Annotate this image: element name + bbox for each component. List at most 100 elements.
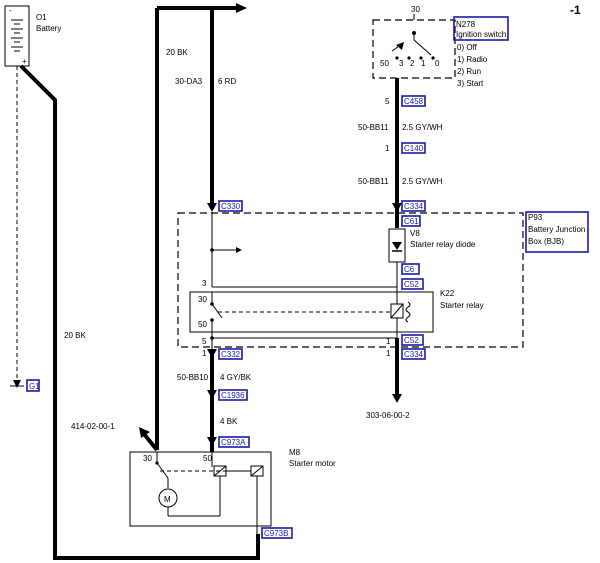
connector-c6-link[interactable]: C6: [401, 263, 420, 275]
svg-text:C61: C61: [404, 217, 419, 226]
ignition-pin-50: 50: [380, 59, 389, 68]
connector-c1936-link[interactable]: C1936: [218, 389, 248, 401]
ignition-pos-0: 0: [435, 59, 440, 68]
connector-c140-link[interactable]: C140: [401, 142, 426, 154]
c332-arrow-icon: [207, 349, 217, 358]
wire-label-20bk-top: 20 BK: [166, 48, 188, 57]
wire-circuit-50-bb10: 50-BB10: [177, 373, 209, 382]
wire-circuit-50-bb11-a: 50-BB11: [358, 123, 389, 132]
ignition-legend-0: 0) Off: [457, 43, 478, 52]
starter-relay-k22[interactable]: 30 50: [189, 289, 434, 338]
bjb-enclosure: [177, 212, 524, 348]
relay-pin-50: 50: [198, 320, 207, 329]
bjb-name-line2: Box (BJB): [528, 237, 564, 246]
motor-symbol-letter: M: [164, 495, 171, 504]
svg-text:C973B: C973B: [264, 529, 288, 538]
motor-id: M8: [289, 448, 301, 457]
connector-c332-link[interactable]: C332: [218, 348, 243, 360]
ref-414-02-00-1[interactable]: 414-02-00-1: [71, 422, 115, 431]
bjb-id-link[interactable]: P93 Battery Junction Box (BJB): [525, 211, 589, 253]
pin-c458: 5: [385, 97, 390, 106]
relay-name: Starter relay: [440, 301, 484, 310]
bus-arrow-right-icon: [236, 3, 247, 13]
ignition-switch-name: Ignition switch: [456, 30, 506, 39]
connector-c458-link[interactable]: C458: [401, 95, 426, 107]
svg-text:C458: C458: [404, 97, 424, 106]
wire-circuit-30-da3: 30-DA3: [175, 77, 203, 86]
connector-c330-link[interactable]: C330: [218, 200, 243, 212]
bjb-feed-arrow-icon: [236, 247, 242, 253]
wire-color-4bk: 4 BK: [220, 417, 238, 426]
wire-color-6rd: 6 RD: [218, 77, 236, 86]
ignition-pos-3: 3: [399, 59, 404, 68]
connector-c973b-link[interactable]: C973B: [261, 527, 293, 539]
c1936-arrow-icon: [207, 390, 217, 399]
battery-plus-terminal: +: [22, 57, 27, 66]
diode-v8-component[interactable]: [388, 228, 406, 263]
pin-c332: 1: [202, 349, 207, 358]
battery-id: O1: [36, 13, 47, 22]
connector-c334-top-link[interactable]: C334: [401, 200, 426, 212]
svg-text:C52: C52: [404, 336, 419, 345]
battery-minus-terminal: -: [9, 6, 12, 15]
svg-text:C334: C334: [404, 350, 424, 359]
svg-text:G1: G1: [29, 382, 40, 391]
ref-303-06-00-2[interactable]: 303-06-00-2: [366, 411, 410, 420]
c973a-arrow-icon: [207, 437, 217, 446]
diode-icon: [392, 242, 402, 250]
wire-circuit-50-bb11-b: 50-BB11: [358, 177, 389, 186]
pin-c52-bot: 1: [386, 349, 391, 358]
motor-pin-50: 50: [203, 454, 212, 463]
relay-pin-3: 3: [202, 279, 207, 288]
svg-text:C330: C330: [221, 202, 241, 211]
battery-component[interactable]: - +: [4, 5, 30, 67]
svg-text:C332: C332: [221, 350, 241, 359]
svg-text:C973A: C973A: [221, 438, 246, 447]
wire-label-20bk-left: 20 BK: [64, 331, 86, 340]
connector-c334-bottom-link[interactable]: C334: [401, 348, 426, 360]
connector-c52-top-link[interactable]: C52: [401, 278, 424, 290]
relay-id: K22: [440, 289, 455, 298]
ground-arrow-icon: [13, 380, 21, 388]
pin-c140: 1: [385, 144, 390, 153]
c330-arrow-icon: [207, 203, 217, 212]
relay-contact: [211, 303, 223, 319]
svg-text:C1936: C1936: [221, 391, 245, 400]
ignition-switch-component[interactable]: 50 3 2 1 0: [372, 19, 456, 79]
ignition-legend-2: 2) Run: [457, 67, 481, 76]
wire-ref-left: [142, 432, 159, 452]
relay-pin-1: 1: [386, 337, 391, 346]
svg-text:P93: P93: [528, 213, 543, 222]
starter-motor-enclosure[interactable]: [129, 451, 272, 527]
wire-color-gybk: 4 GY/BK: [220, 373, 252, 382]
diode-id: V8: [410, 229, 420, 238]
motor-name: Starter motor: [289, 459, 336, 468]
wire-battery-positive-20bk: [19, 64, 260, 560]
connector-c52-bottom-link[interactable]: C52: [401, 334, 424, 346]
connector-c61-link[interactable]: C61: [401, 215, 421, 227]
svg-text:C52: C52: [404, 280, 419, 289]
diode-name: Starter relay diode: [410, 240, 476, 249]
bjb-name-line1: Battery Junction: [528, 225, 585, 234]
bottom-ref-arrow-icon: [392, 394, 402, 403]
relay-resistor-icon: [405, 301, 411, 323]
ignition-legend-3: 3) Start: [457, 79, 484, 88]
ignition-legend-1: 1) Radio: [457, 55, 488, 64]
relay-pin-30: 30: [198, 295, 207, 304]
c334-arrow-icon: [392, 203, 402, 212]
ignition-pos-2: 2: [410, 59, 415, 68]
page-code: -1: [570, 3, 581, 17]
battery-name: Battery: [36, 24, 61, 33]
wire-color-gywh-b: 2.5 GY/WH: [402, 177, 443, 186]
svg-text:N278: N278: [456, 20, 476, 29]
wire-top-bus-20bk: [155, 6, 238, 450]
svg-text:C140: C140: [404, 144, 424, 153]
relay-pin-5: 5: [202, 337, 207, 346]
ground-g1-link[interactable]: G1: [26, 379, 40, 392]
ignition-pin-30: 30: [411, 5, 420, 14]
motor-pin-30: 30: [143, 454, 152, 463]
connector-c973a-link[interactable]: C973A: [218, 436, 250, 448]
ignition-switch-id-link[interactable]: N278 Ignition switch: [453, 16, 509, 41]
svg-text:C6: C6: [404, 265, 415, 274]
